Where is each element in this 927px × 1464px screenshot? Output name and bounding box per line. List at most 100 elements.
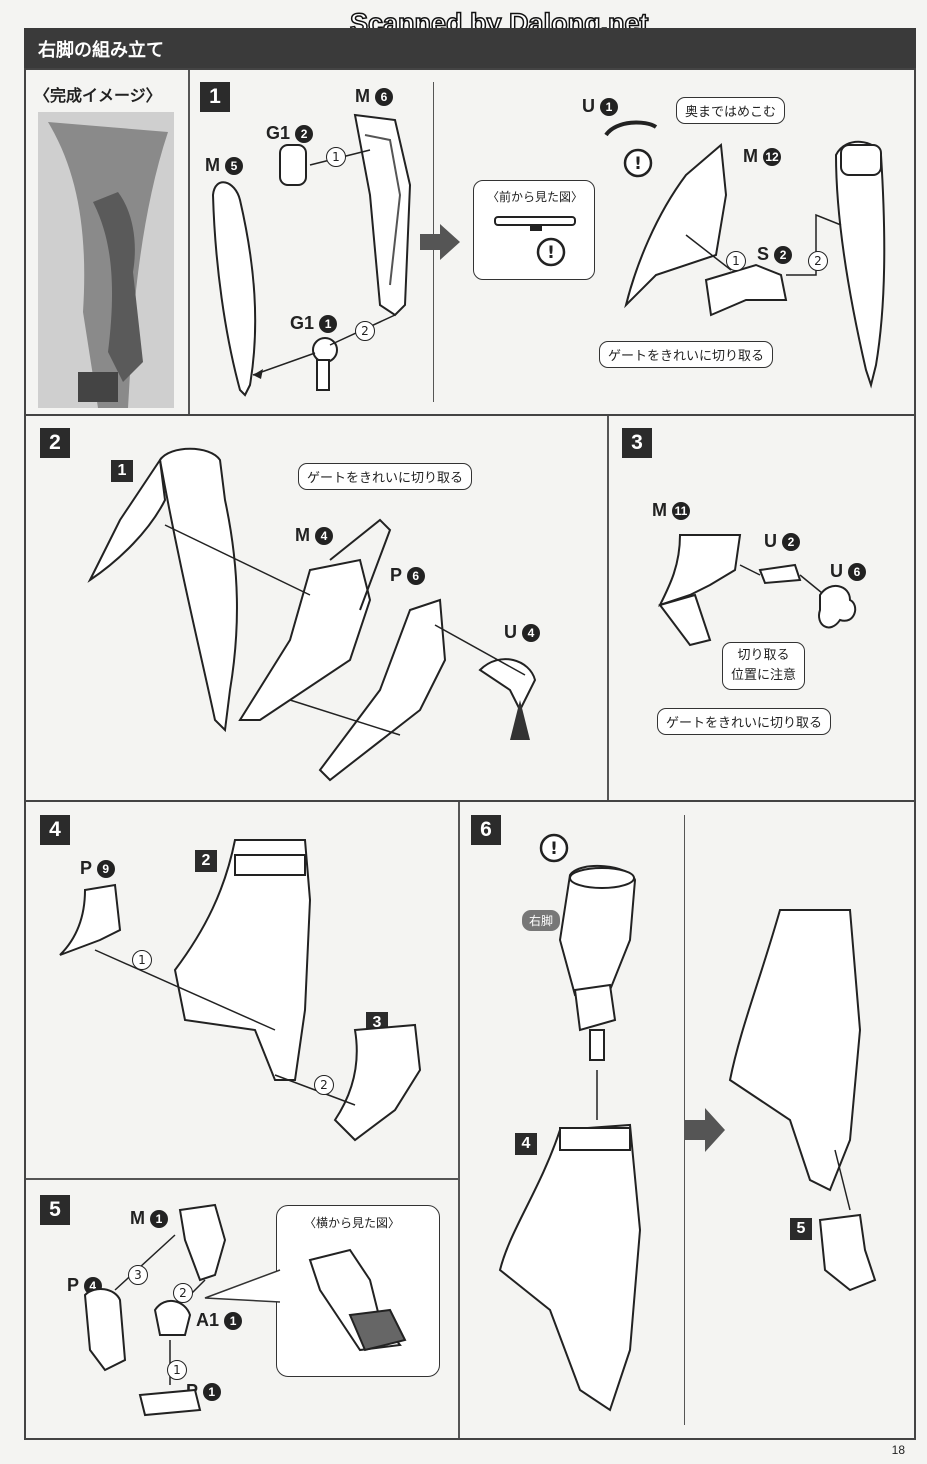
divider-completed bbox=[188, 70, 190, 416]
panel-row3 bbox=[24, 800, 916, 1440]
part-u6: U 6 bbox=[830, 561, 867, 582]
side-view-drawing bbox=[308, 1248, 407, 1352]
part-m12: M 12 bbox=[743, 146, 782, 167]
part-u4-letter: U bbox=[504, 622, 517, 642]
part-g1-2-letter: G1 bbox=[266, 123, 291, 143]
seq-step1-d: 2 bbox=[808, 251, 828, 271]
part-u6-number: 6 bbox=[848, 563, 867, 582]
part-m1: M 1 bbox=[130, 1208, 169, 1229]
part-u2: U 2 bbox=[764, 531, 801, 552]
part-u2-number: 2 bbox=[782, 533, 801, 552]
part-m5-number: 5 bbox=[225, 157, 244, 176]
step6-drawing: ! bbox=[498, 833, 877, 1412]
part-p6-number: 6 bbox=[406, 567, 425, 586]
step6-sub-b: 5 bbox=[790, 1218, 812, 1240]
part-p9-letter: P bbox=[80, 858, 92, 878]
step-4-badge: 4 bbox=[40, 815, 70, 845]
step4-drawing bbox=[59, 839, 422, 1142]
seq-step4-b: 2 bbox=[314, 1075, 334, 1095]
part-m1-letter: M bbox=[130, 1208, 145, 1228]
part-p4-letter: P bbox=[67, 1275, 79, 1295]
divider-step6 bbox=[684, 815, 685, 1425]
svg-text:!: ! bbox=[547, 243, 555, 263]
front-view-drawing: ! bbox=[494, 216, 576, 267]
seq-step1-b: 2 bbox=[355, 321, 375, 341]
step5-drawing bbox=[83, 1203, 227, 1417]
part-m6-letter: M bbox=[355, 86, 370, 106]
step-5-badge: 5 bbox=[40, 1195, 70, 1225]
part-m5: M 5 bbox=[205, 155, 244, 176]
part-u1: U 1 bbox=[582, 96, 619, 117]
part-u4: U 4 bbox=[504, 622, 541, 643]
part-g1-1-letter: G1 bbox=[290, 313, 315, 333]
part-m11: M 11 bbox=[652, 500, 691, 521]
part-s2-number: 2 bbox=[774, 246, 793, 265]
completed-image bbox=[38, 112, 174, 408]
svg-text:!: ! bbox=[550, 839, 558, 859]
seq-step1-c: 1 bbox=[726, 251, 746, 271]
part-m11-number: 11 bbox=[672, 502, 691, 521]
step2-sub-1: 1 bbox=[111, 460, 133, 482]
seq-step5-c: 1 bbox=[167, 1360, 187, 1380]
part-p9: P 9 bbox=[80, 858, 115, 879]
part-m11-letter: M bbox=[652, 500, 667, 520]
part-s2: S 2 bbox=[757, 244, 793, 265]
step3-drawing bbox=[658, 534, 857, 647]
part-p6: P 6 bbox=[390, 565, 425, 586]
step4-sub-a: 2 bbox=[195, 850, 217, 872]
divider-step4-step6 bbox=[458, 802, 460, 1438]
seq-step5-b: 2 bbox=[173, 1283, 193, 1303]
callout-push-in: 奥まではめこむ bbox=[676, 97, 786, 124]
part-m5-letter: M bbox=[205, 155, 220, 175]
part-m6: M 6 bbox=[355, 86, 394, 107]
step-2-badge: 2 bbox=[40, 428, 70, 458]
part-g1-2-number: 2 bbox=[295, 125, 314, 144]
divider-step4-step5 bbox=[26, 1178, 458, 1180]
part-u2-letter: U bbox=[764, 531, 777, 551]
arrow-step1 bbox=[420, 224, 460, 260]
step2-drawing bbox=[87, 447, 537, 782]
part-p9-number: 9 bbox=[96, 860, 115, 879]
part-u6-letter: U bbox=[830, 561, 843, 581]
part-u1-number: 1 bbox=[600, 98, 619, 117]
step-6-badge: 6 bbox=[471, 815, 501, 845]
step-1-badge: 1 bbox=[200, 82, 230, 112]
completed-label: 〈完成イメージ〉 bbox=[34, 86, 162, 105]
page-number: 18 bbox=[891, 1443, 905, 1457]
front-view-label: 〈前から見た図〉 bbox=[487, 190, 584, 204]
callout-cut-position: 切り取る 位置に注意 bbox=[722, 642, 806, 690]
callout-gate-step3: ゲートをきれいに切り取る bbox=[657, 708, 832, 735]
page-title: 右脚の組み立て bbox=[38, 40, 164, 61]
right-leg-tag: 右脚 bbox=[522, 910, 561, 931]
callout-gate-step1: ゲートをきれいに切り取る bbox=[599, 341, 774, 368]
side-view-label: 〈横から見た図〉 bbox=[304, 1216, 401, 1230]
cut-note-1: 切り取る bbox=[737, 648, 790, 663]
callout-gate-step2: ゲートをきれいに切り取る bbox=[298, 463, 473, 490]
part-u1-letter: U bbox=[582, 96, 595, 116]
part-g1-1-number: 1 bbox=[319, 315, 338, 334]
cut-note-2: 位置に注意 bbox=[731, 668, 797, 683]
part-s2-letter: S bbox=[757, 244, 770, 264]
part-g1-1: G1 1 bbox=[290, 313, 338, 334]
part-a1-1-number: 1 bbox=[224, 1312, 243, 1331]
svg-text:!: ! bbox=[634, 154, 642, 174]
part-m1-number: 1 bbox=[150, 1210, 169, 1229]
part-g1-2: G1 2 bbox=[266, 123, 314, 144]
step1-right-drawing: ! bbox=[604, 120, 886, 389]
step-3-badge: 3 bbox=[622, 428, 652, 458]
part-m4: M 4 bbox=[295, 525, 334, 546]
divider-step2-step3 bbox=[607, 416, 609, 802]
step6-sub-a: 4 bbox=[515, 1133, 537, 1155]
part-m4-letter: M bbox=[295, 525, 310, 545]
part-a1-1: A1 1 bbox=[196, 1310, 243, 1331]
header-bar bbox=[24, 28, 916, 68]
seq-step5-a: 3 bbox=[128, 1265, 148, 1285]
step1-left-drawing bbox=[211, 113, 412, 397]
part-p6-letter: P bbox=[390, 565, 402, 585]
part-u4-number: 4 bbox=[522, 624, 541, 643]
part-m4-number: 4 bbox=[315, 527, 334, 546]
part-a1-1-letter: A1 bbox=[196, 1310, 220, 1330]
side-view-pointer bbox=[204, 1269, 281, 1303]
part-m12-letter: M bbox=[743, 146, 758, 166]
